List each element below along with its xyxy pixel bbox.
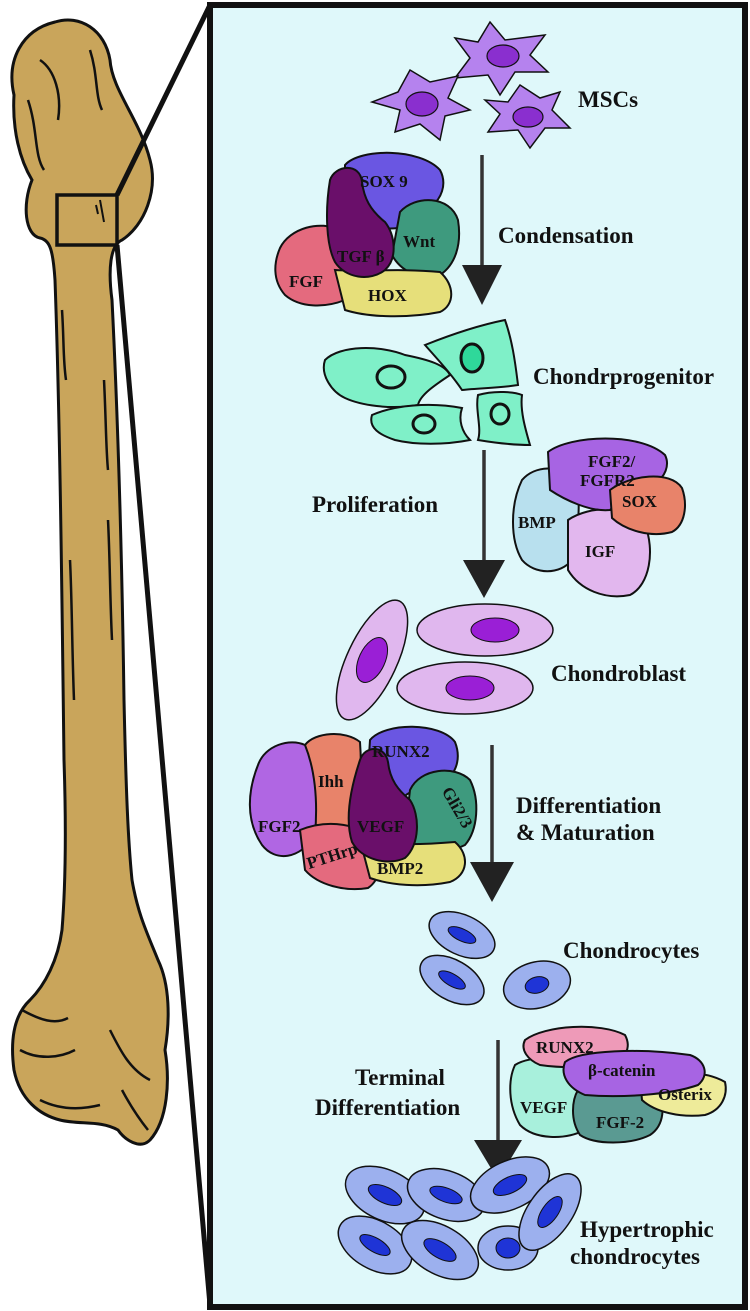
femur-bone <box>10 3 213 1306</box>
arrowhead-differentiation <box>470 862 514 902</box>
transition-label-proliferation: Proliferation <box>312 492 438 517</box>
factor-label: FGF <box>289 272 323 291</box>
stage-label-chondroprogenitor: Chondrprogenitor <box>533 364 714 389</box>
factor-label: IGF <box>585 542 615 561</box>
terminal-factor-cluster: RUNX2 β-catenin Osterix VEGF FGF-2 <box>509 1025 727 1144</box>
chondroprogenitor-cells <box>322 318 532 447</box>
factor-label: BMP2 <box>377 859 423 878</box>
proliferation-factor-cluster: FGF2/ FGFR2 SOX BMP IGF <box>512 437 686 598</box>
stage-label-msc: MSCs <box>578 87 638 112</box>
zoom-line-top <box>114 3 213 197</box>
msc-cells <box>369 20 572 150</box>
bone-shape <box>10 18 170 1146</box>
arrowhead-condensation <box>462 265 502 305</box>
stage-label-hypertrophic-line2: chondrocytes <box>570 1244 700 1269</box>
hypertrophic-cell <box>344 1165 426 1225</box>
bone-detail-line <box>95 199 105 223</box>
chondrocyte-cell <box>502 960 572 1010</box>
bone-detail-line <box>26 49 104 171</box>
factor-label: VEGF <box>357 817 404 836</box>
factor-blob-vegf <box>347 748 418 863</box>
chondroblast-cells <box>335 599 554 721</box>
hypertrophic-cells <box>337 1156 582 1281</box>
progenitor-cell <box>476 391 532 447</box>
factor-label: FGFR2 <box>580 471 635 490</box>
factor-label: FGF-2 <box>596 1113 644 1132</box>
factor-label: Osterix <box>658 1085 712 1104</box>
factor-blob-tgfb <box>326 166 395 278</box>
msc-cell <box>482 83 572 150</box>
factor-label: TGF β <box>337 247 385 266</box>
condensation-factor-cluster: SOX 9 TGF β Wnt FGF HOX <box>274 151 461 318</box>
factor-label: FGF2 <box>258 817 301 836</box>
chondroblast-cell <box>416 603 554 657</box>
transition-label-terminal: Terminal <box>355 1065 445 1090</box>
progenitor-cell <box>370 403 473 445</box>
progression-arrows <box>462 155 522 1180</box>
factor-blob-beta-catenin <box>562 1050 706 1098</box>
arrowhead-proliferation <box>463 560 505 598</box>
transition-label-terminal-line2: Differentiation <box>315 1095 460 1120</box>
zoom-line-bottom <box>114 244 213 1306</box>
factor-label: BMP <box>518 513 556 532</box>
transition-label-condensation: Condensation <box>498 223 634 248</box>
chondroblast-cell <box>396 661 534 715</box>
progenitor-cell <box>423 318 520 392</box>
stage-label-chondroblast: Chondroblast <box>551 661 686 686</box>
factor-label: β-catenin <box>588 1061 656 1080</box>
hypertrophic-cell <box>337 1215 413 1275</box>
hypertrophic-cell <box>469 1156 551 1214</box>
differentiation-factor-cluster: RUNX2 Ihh Gli2/3 VEGF FGF2 PTHrp BMP2 <box>248 725 478 891</box>
transition-label-differentiation-line2: & Maturation <box>516 820 655 845</box>
factor-label: Ihh <box>318 772 344 791</box>
factor-label: RUNX2 <box>372 742 430 761</box>
factor-label: SOX 9 <box>360 172 408 191</box>
transition-label-differentiation: Differentiation <box>516 793 661 818</box>
bone-detail-line <box>19 1008 151 1131</box>
chondrocyte-cell <box>419 954 485 1006</box>
factor-label: SOX <box>622 492 658 511</box>
factor-label: HOX <box>368 286 407 305</box>
msc-cell <box>453 20 550 97</box>
stage-label-hypertrophic: Hypertrophic <box>580 1217 714 1242</box>
bone-detail-line <box>60 309 114 701</box>
chondrocyte-cells <box>419 910 572 1010</box>
arrowhead-terminal <box>474 1140 522 1180</box>
msc-cell <box>369 68 473 142</box>
factor-label: VEGF <box>520 1098 567 1117</box>
factor-label: FGF2/ <box>588 452 635 471</box>
stage-label-chondrocytes: Chondrocytes <box>563 938 699 963</box>
chondrocyte-cell <box>428 910 496 960</box>
hypertrophic-cell <box>400 1219 480 1281</box>
chondroblast-cell <box>335 599 409 721</box>
hypertrophic-cell <box>518 1173 582 1251</box>
progenitor-cell <box>322 347 452 408</box>
factor-blob-sox <box>608 475 686 536</box>
factor-label: Wnt <box>403 232 435 251</box>
zoom-box <box>55 193 119 247</box>
factor-label: RUNX2 <box>536 1038 594 1057</box>
